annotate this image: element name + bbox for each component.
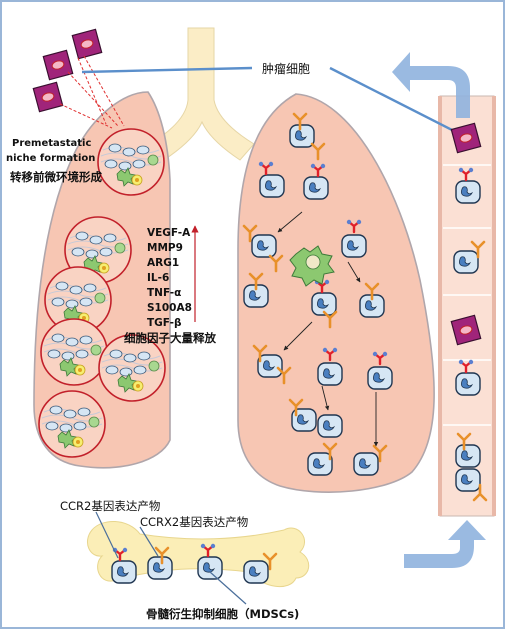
tumor-label-connector [81, 66, 457, 134]
cytokine-list: VEGF-A MMP9 ARG1 IL-6 TNF-α S100A8 TGF-β [147, 227, 192, 329]
migration-arrows [277, 211, 379, 447]
bone-label-connectors [95, 511, 247, 605]
tumor-spread-lines [59, 55, 125, 129]
niche-circle-6 [38, 390, 106, 458]
niche-circle-top [97, 128, 165, 196]
mdsc-label: 骨髓衍生抑制细胞（MDSCs) [146, 607, 299, 621]
niche-circle-4 [40, 318, 108, 386]
premetastatic-label-line2: niche formation [6, 153, 95, 164]
cytokine-item: VEGF-A [147, 227, 191, 239]
premetastatic-cn-label: 转移前微环境形成 [10, 170, 102, 184]
tumor-cell-icon-2 [42, 49, 74, 81]
blue-flow-arrow-top [392, 52, 470, 118]
ccr2-label: CCR2基因表达产物 [60, 499, 160, 513]
cytokine-item: MMP9 [147, 242, 183, 254]
cytokine-release-label: 细胞因子大量释放 [124, 331, 216, 345]
cytokine-item: S100A8 [147, 302, 192, 314]
vessel-tumor-cell-top [450, 122, 482, 154]
vessel-tumor-cell-mid [450, 314, 482, 346]
blue-flow-arrow-bottom [404, 520, 486, 568]
tumor-cell-icon-3 [32, 81, 64, 113]
tumor-cell-label: 肿瘤细胞 [262, 61, 310, 76]
cytokine-item: ARG1 [147, 257, 179, 269]
cytokine-item: IL-6 [147, 272, 169, 284]
premetastatic-label-line1: Premetastatic [12, 138, 91, 149]
right-lung [237, 93, 435, 493]
cytokine-item: TGF-β [147, 317, 182, 329]
ccrx2-label: CCRX2基因表达产物 [140, 515, 248, 529]
trachea [149, 27, 255, 161]
cytokine-item: TNF-α [147, 287, 181, 299]
tumor-cell-icon-1 [71, 28, 103, 60]
